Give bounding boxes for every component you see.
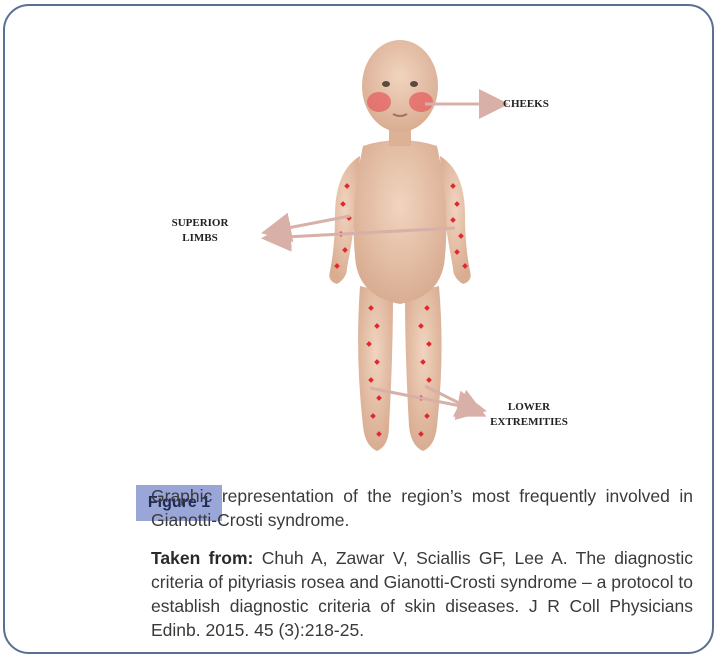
label-superior-line1: SUPERIOR	[168, 216, 232, 231]
label-lower-extremities: LOWER EXTREMITIES	[483, 400, 575, 430]
child-illustration	[5, 6, 714, 466]
label-superior-limbs: SUPERIOR LIMBS	[168, 216, 232, 246]
figure-caption: Graphic representation of the region’s m…	[151, 484, 693, 532]
label-lower-line1: LOWER	[483, 400, 575, 415]
label-cheeks: CHEEKS	[503, 97, 549, 112]
figure-source: Taken from: Chuh A, Zawar V, Sciallis GF…	[151, 546, 693, 642]
child-body	[329, 40, 470, 451]
figure-panel: CHEEKS SUPERIOR LIMBS LOWER EXTREMITIES …	[3, 4, 714, 654]
source-label: Taken from:	[151, 548, 253, 568]
label-lower-line2: EXTREMITIES	[483, 415, 575, 430]
label-superior-line2: LIMBS	[168, 231, 232, 246]
